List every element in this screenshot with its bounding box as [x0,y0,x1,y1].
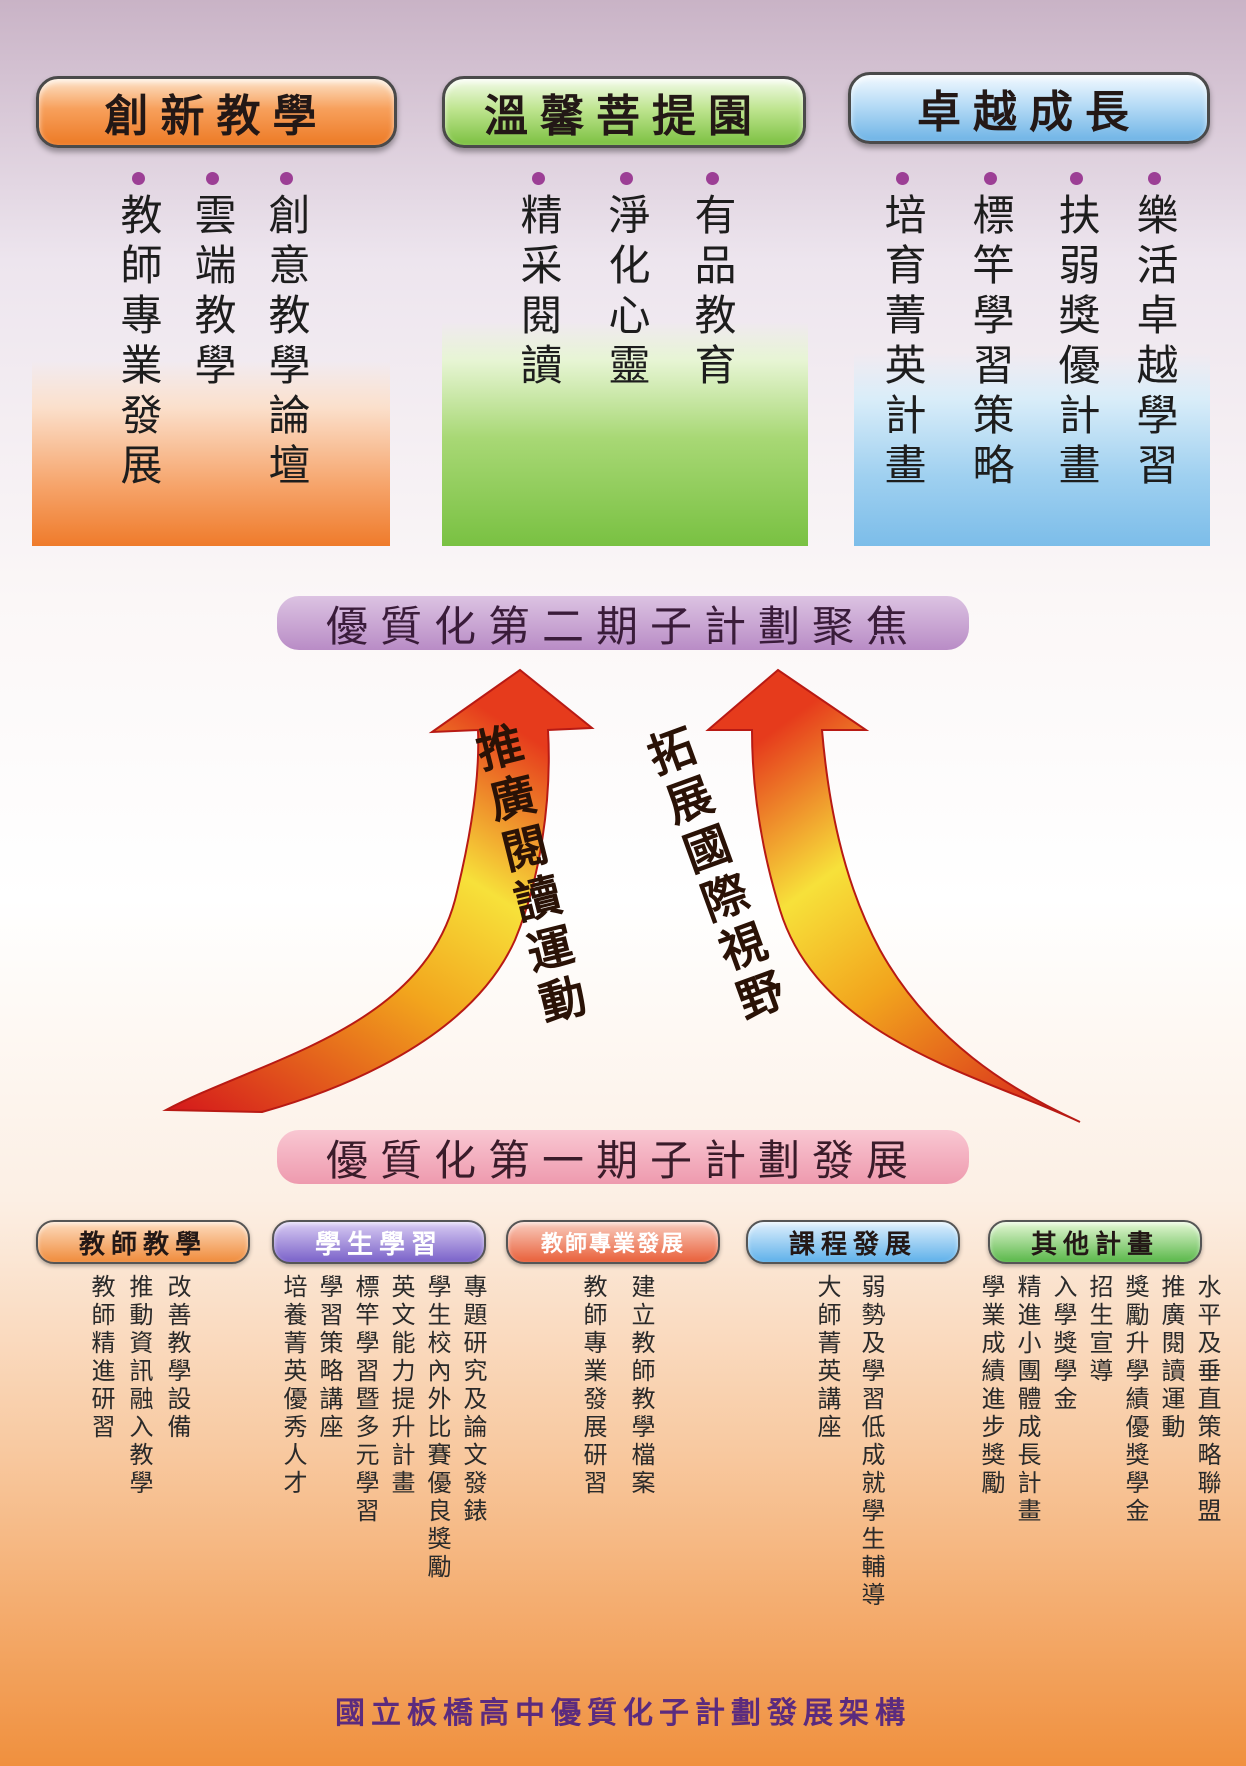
category-student-learning: 學生學習 [272,1220,486,1264]
item-text: 扶弱獎優計畫 [1052,193,1101,493]
header-excellent-growth: 卓越成長 [848,72,1210,144]
bullet-dot [131,172,145,185]
list-item: 創意教學論壇 [260,172,312,493]
list-item: 淨化心靈 [600,172,652,393]
item-text: 精采閱讀 [514,193,563,393]
arrow-left-label: 推廣閱讀運動 [465,718,593,1034]
list-item: 培育菁英計畫 [876,172,928,493]
list-item: 水平及垂直策略聯盟 [1193,1274,1221,1526]
list-item: 弱勢及學習低成就學生輔導 [857,1274,885,1610]
list-item: 建立教師教學檔案 [627,1274,655,1498]
list-item: 教師專業發展研習 [579,1274,607,1498]
list-item: 推動資訊融入教學 [125,1274,153,1498]
bullet-dot [279,172,293,185]
right-arrow [705,668,1081,1123]
panel-warm-bodhi-garden: 精采閱讀 淨化心靈 有品教育 [442,160,808,546]
list-item: 獎勵升學績優獎學金 [1121,1274,1149,1526]
category-teacher-professional-development: 教師專業發展 [506,1220,720,1264]
list-item: 精采閱讀 [512,172,564,393]
bullet-dot [705,172,719,185]
panel-innovative-teaching: 教師專業發展 雲端教學 創意教學論壇 [32,160,390,546]
header-warm-bodhi-garden: 溫馨菩提園 [442,76,806,148]
item-text: 標竿學習策略 [966,193,1015,493]
bullet-dot [1147,172,1161,185]
list-item: 學生校內外比賽優良獎勵 [423,1274,451,1582]
list-item: 有品教育 [686,172,738,393]
list-item: 樂活卓越學習 [1128,172,1180,493]
bullet-dot [895,172,909,185]
list-item: 培養菁英優秀人才 [279,1274,307,1498]
list-item: 改善教學設備 [163,1274,191,1442]
category-curriculum-development: 課程發展 [746,1220,960,1264]
item-text: 教師專業發展 [114,193,163,493]
footer-caption: 國立板橋高中優質化子計劃發展架構 [335,1696,911,1731]
panel-excellent-growth: 培育菁英計畫 標竿學習策略 扶弱獎優計畫 樂活卓越學習 [854,160,1210,546]
list-item: 雲端教學 [186,172,238,393]
list-item: 招生宣導 [1085,1274,1113,1386]
list-item: 專題研究及論文發錶 [459,1274,487,1526]
list-item: 學業成績進步獎勵 [977,1274,1005,1498]
item-text: 淨化心靈 [602,193,651,393]
list-item: 精進小團體成長計畫 [1013,1274,1041,1526]
item-text: 創意教學論壇 [262,193,311,493]
list-item: 教師精進研習 [87,1274,115,1442]
list-item: 教師專業發展 [112,172,164,493]
category-other-plans: 其他計畫 [988,1220,1202,1264]
header-innovative-teaching: 創新教學 [36,76,397,148]
list-item: 標竿學習策略 [964,172,1016,493]
bullet-dot [1069,172,1083,185]
list-item: 學習策略講座 [315,1274,343,1442]
list-item: 扶弱獎優計畫 [1050,172,1102,493]
phase2-focus-banner: 優質化第二期子計劃聚焦 [277,596,969,651]
list-item: 推廣閱讀運動 [1157,1274,1185,1442]
list-item: 英文能力提升計畫 [387,1274,415,1498]
bullet-dot [983,172,997,185]
bullet-dot [619,172,633,185]
list-item: 大師菁英講座 [813,1274,841,1442]
list-item: 入學獎學金 [1049,1274,1077,1414]
category-teacher-teaching: 教師教學 [36,1220,250,1264]
list-item: 標竿學習暨多元學習 [351,1274,379,1526]
phase1-development-banner: 優質化第一期子計劃發展 [277,1130,969,1185]
item-text: 雲端教學 [188,193,237,393]
item-text: 有品教育 [688,193,737,393]
item-text: 樂活卓越學習 [1130,193,1179,493]
arrow-right-label: 拓展國際視野 [635,720,793,1032]
bullet-dot [205,172,219,185]
bullet-dot [531,172,545,185]
item-text: 培育菁英計畫 [878,193,927,493]
